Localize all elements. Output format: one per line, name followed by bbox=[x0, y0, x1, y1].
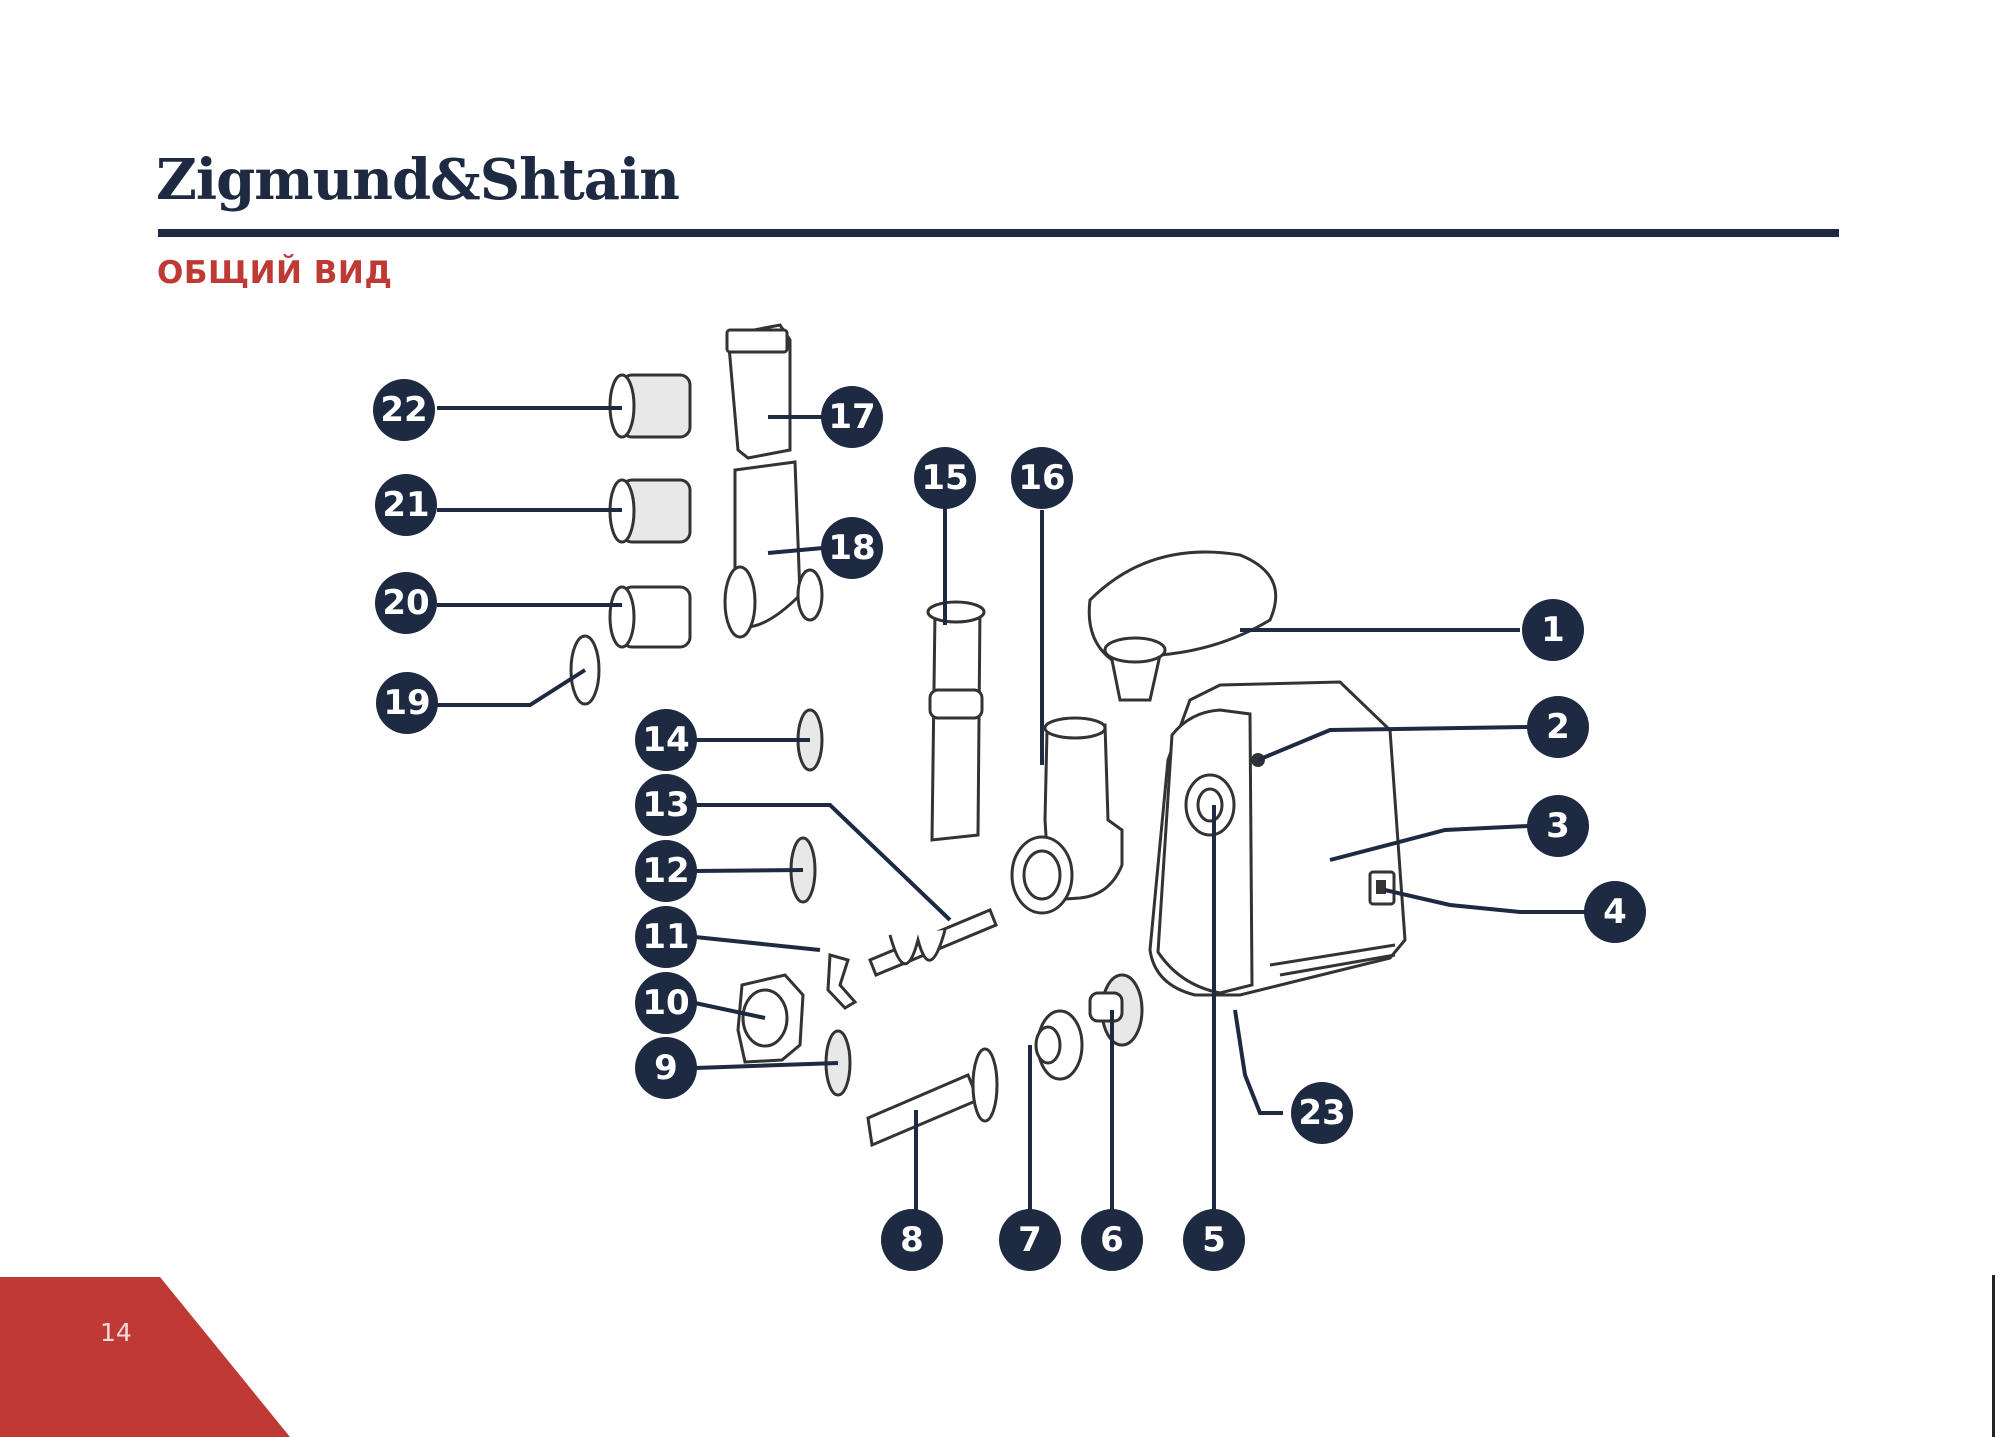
callout-11: 11 bbox=[635, 906, 697, 968]
callout-2: 2 bbox=[1527, 696, 1589, 758]
sausage-nozzle-drawing bbox=[868, 1049, 997, 1145]
callout-9: 9 bbox=[635, 1037, 697, 1099]
callout-7: 7 bbox=[999, 1209, 1061, 1271]
grinder-head-drawing bbox=[1012, 718, 1122, 913]
callout-8: 8 bbox=[881, 1209, 943, 1271]
svg-text:8: 8 bbox=[900, 1220, 924, 1260]
callout-19: 19 bbox=[376, 672, 438, 734]
svg-text:9: 9 bbox=[654, 1048, 678, 1088]
tray-drawing bbox=[1089, 552, 1275, 700]
page-number: 14 bbox=[100, 1318, 132, 1347]
separator-drawing bbox=[1036, 1011, 1082, 1079]
callout-6: 6 bbox=[1081, 1209, 1143, 1271]
svg-text:10: 10 bbox=[642, 983, 689, 1023]
callout-13: 13 bbox=[635, 774, 697, 836]
drum-20-drawing bbox=[610, 587, 690, 647]
svg-text:21: 21 bbox=[382, 485, 429, 525]
svg-text:5: 5 bbox=[1202, 1220, 1226, 1260]
svg-text:18: 18 bbox=[828, 528, 875, 568]
callout-14: 14 bbox=[635, 709, 697, 771]
svg-text:12: 12 bbox=[642, 851, 689, 891]
callout-15: 15 bbox=[914, 447, 976, 509]
svg-text:1: 1 bbox=[1541, 610, 1565, 650]
svg-text:17: 17 bbox=[828, 397, 875, 437]
coupling-drawing bbox=[1090, 975, 1142, 1045]
svg-text:16: 16 bbox=[1018, 458, 1065, 498]
svg-text:3: 3 bbox=[1546, 806, 1570, 846]
ring-nut-drawing bbox=[738, 975, 803, 1062]
leader-lines bbox=[437, 408, 1585, 1230]
auger-drawing bbox=[870, 910, 996, 975]
callout-21: 21 bbox=[375, 474, 437, 536]
pusher-drawing bbox=[928, 602, 984, 840]
svg-text:23: 23 bbox=[1298, 1093, 1345, 1133]
svg-text:15: 15 bbox=[921, 458, 968, 498]
callout-23: 23 bbox=[1291, 1082, 1353, 1144]
callout-20: 20 bbox=[375, 572, 437, 634]
page-edge-line bbox=[1992, 1275, 1995, 1437]
callout-16: 16 bbox=[1011, 447, 1073, 509]
svg-text:6: 6 bbox=[1100, 1220, 1124, 1260]
svg-text:20: 20 bbox=[382, 583, 429, 623]
callout-5: 5 bbox=[1183, 1209, 1245, 1271]
callout-18: 18 bbox=[821, 517, 883, 579]
callout-3: 3 bbox=[1527, 795, 1589, 857]
svg-text:19: 19 bbox=[383, 683, 430, 723]
svg-text:14: 14 bbox=[642, 720, 689, 760]
page-corner-triangle bbox=[0, 1277, 290, 1437]
callout-22: 22 bbox=[373, 379, 435, 441]
svg-text:11: 11 bbox=[642, 917, 689, 957]
callout-1: 1 bbox=[1522, 599, 1584, 661]
svg-text:22: 22 bbox=[380, 390, 427, 430]
svg-text:7: 7 bbox=[1018, 1220, 1042, 1260]
container-17-drawing bbox=[727, 325, 790, 458]
callout-17: 17 bbox=[821, 386, 883, 448]
callout-4: 4 bbox=[1584, 881, 1646, 943]
knife-drawing bbox=[828, 955, 855, 1008]
callout-12: 12 bbox=[635, 840, 697, 902]
svg-text:4: 4 bbox=[1603, 892, 1627, 932]
svg-text:13: 13 bbox=[642, 785, 689, 825]
callout-10: 10 bbox=[635, 972, 697, 1034]
svg-text:2: 2 bbox=[1546, 707, 1570, 747]
